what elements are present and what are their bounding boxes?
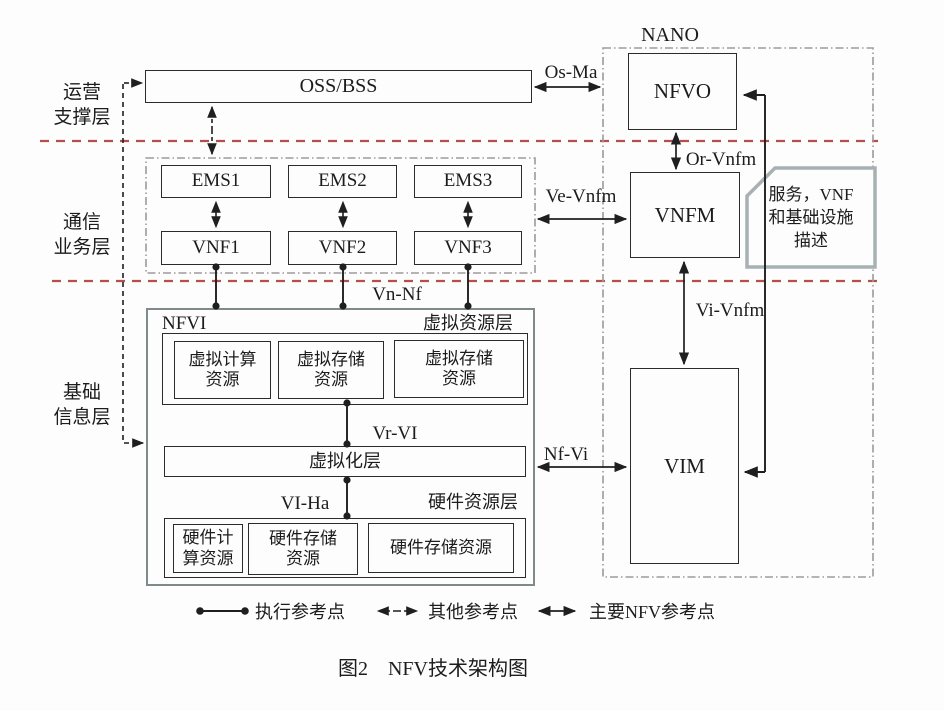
legend-exec-symbol <box>196 607 249 615</box>
vnf1-box: VNF1 <box>161 231 271 265</box>
or-vnfm-label: Or-Vnfm <box>685 149 757 170</box>
layer-label-ops: 运营 支撑层 <box>53 82 111 129</box>
vnf3-box: VNF3 <box>414 231 522 265</box>
ems2-box: EMS2 <box>288 165 397 198</box>
ems3-box: EMS3 <box>414 165 522 198</box>
legend-other-label: 其他参考点 <box>428 602 518 622</box>
vn-nf-connectors <box>212 263 472 310</box>
virtual-storage-box: 虚拟存储 资源 <box>278 341 384 399</box>
virtualization-layer-box: 虚拟化层 <box>164 446 526 477</box>
vr-vi-label: Vr-VI <box>372 423 418 444</box>
legend-main-label: 主要NFV参考点 <box>589 602 716 622</box>
oss-bss-box: OSS/BSS <box>145 70 532 103</box>
vnf2-box: VNF2 <box>288 231 397 265</box>
nano-label: NANO <box>641 24 699 46</box>
nfvi-label: NFVI <box>162 313 207 334</box>
hardware-storage-box-2: 硬件存储资源 <box>368 523 514 573</box>
virtual-storage-box-2: 虚拟存储 资源 <box>394 340 524 398</box>
vn-nf-label: Vn-Nf <box>372 284 422 305</box>
nfvo-box: NFVO <box>628 53 737 130</box>
virtual-compute-box: 虚拟计算 资源 <box>174 341 271 399</box>
hardware-compute-box: 硬件计 算资源 <box>173 524 243 573</box>
vi-ha-label: VI-Ha <box>280 493 330 514</box>
note-text: 服务，VNF 和基础设施 描述 <box>768 185 854 250</box>
layer-label-comm: 通信 业务层 <box>53 212 111 259</box>
vi-vnfm-label: Vi-Vnfm <box>695 300 765 321</box>
legend-exec-label: 执行参考点 <box>255 602 345 622</box>
ve-vnfm-label: Ve-Vnfm <box>545 186 617 207</box>
vim-box: VIM <box>630 368 739 564</box>
ems1-box: EMS1 <box>161 165 271 198</box>
virtual-resource-layer-label: 虚拟资源层 <box>423 313 513 333</box>
ems-vnf-dashed-arrows <box>211 200 473 229</box>
hardware-resource-layer-label: 硬件资源层 <box>428 492 518 512</box>
vnfm-box: VNFM <box>630 172 740 258</box>
layer-label-infra: 基础 信息层 <box>53 382 111 429</box>
figure-caption: 图2 NFV技术架构图 <box>337 658 529 680</box>
os-ma-label: Os-Ma <box>544 62 598 83</box>
nf-vi-label: Nf-Vi <box>543 444 589 465</box>
hardware-storage-box: 硬件存储 资源 <box>248 523 358 575</box>
